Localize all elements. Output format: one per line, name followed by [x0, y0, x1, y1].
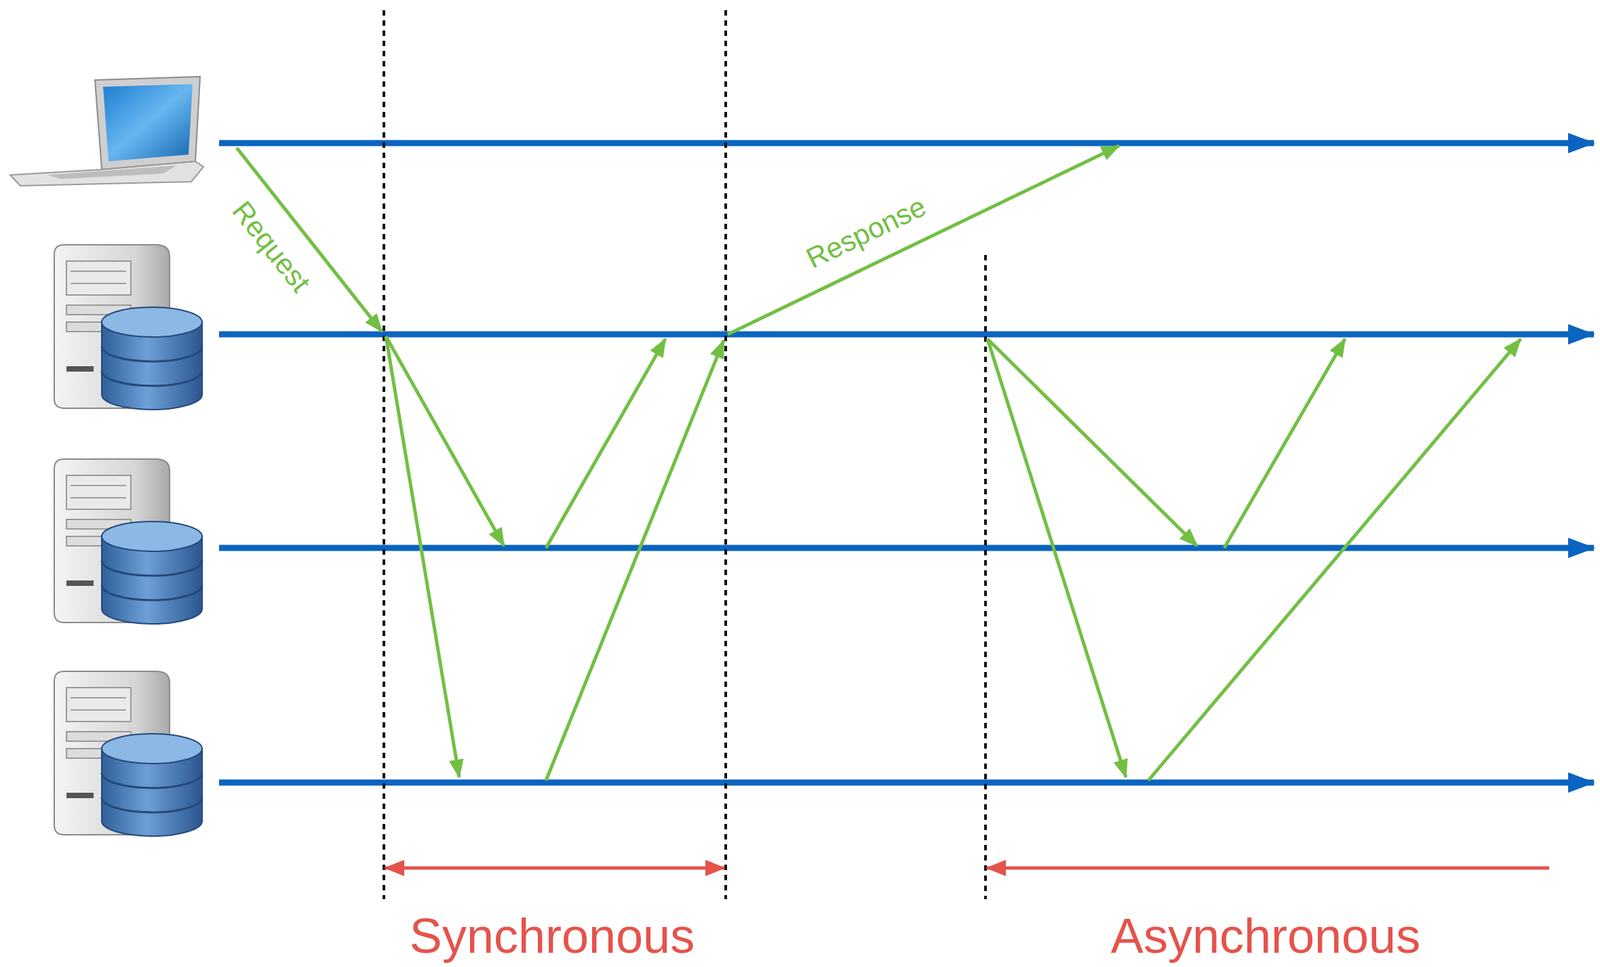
timeline: [219, 779, 1594, 787]
timeline: [219, 545, 1594, 552]
message-arrow: [545, 339, 666, 549]
span-arrow: [385, 866, 725, 871]
span-arrow: [986, 866, 1550, 871]
arrow-label: Response: [801, 190, 931, 275]
message-arrow: [1148, 339, 1521, 781]
arrow-label: Request: [225, 195, 317, 298]
server-icon: [54, 671, 203, 837]
laptop-icon: [10, 76, 204, 186]
message-arrow: [987, 339, 1126, 778]
timeline: [219, 140, 1594, 147]
server-icon: [54, 459, 203, 624]
message-arrow: [1224, 339, 1345, 549]
span-label: Synchronous: [409, 909, 695, 964]
dashed-divider: [724, 10, 728, 900]
timeline: [219, 331, 1594, 338]
span-label: Asynchronous: [1110, 909, 1421, 964]
dashed-divider: [984, 255, 987, 900]
dashed-divider: [382, 10, 386, 900]
response-arrow: [727, 145, 1120, 335]
message-arrow: [385, 336, 460, 778]
message-arrow: [545, 340, 724, 781]
server-icon: [54, 244, 203, 410]
